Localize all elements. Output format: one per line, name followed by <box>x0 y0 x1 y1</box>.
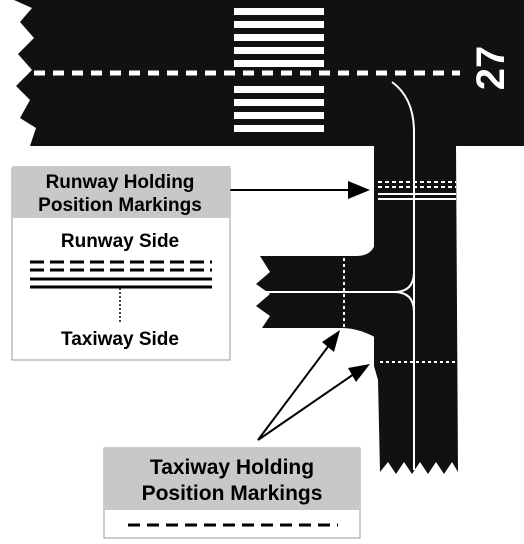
taxiway-vertical-pavement <box>374 146 458 474</box>
taxiway-stub-pavement <box>256 146 380 340</box>
taxiway-markings <box>262 81 456 470</box>
runway-holding-callout: Runway Holding Position Markings Runway … <box>11 166 231 361</box>
taxiway-holding-callout: Taxiway Holding Position Markings <box>103 447 361 539</box>
taxiway-holding-arrow-1 <box>257 343 331 441</box>
taxiway-side-label: Taxiway Side <box>61 329 179 350</box>
runway-callout-title-line1: Runway Holding <box>46 172 195 193</box>
taxiway-callout-title-line1: Taxiway Holding <box>150 456 314 479</box>
arrows <box>226 181 370 441</box>
taxiway-callout-title-line2: Position Markings <box>142 482 323 505</box>
runway-number: 27 <box>469 46 513 91</box>
holding-marking-legend <box>30 260 212 322</box>
taxiway-stub-centerline-lower <box>393 291 415 313</box>
taxiway-callout-label-box <box>104 448 360 510</box>
runway-callout-label-box <box>12 166 230 218</box>
runway-side-label: Runway Side <box>61 231 179 252</box>
runway-threshold-bars <box>234 8 324 132</box>
runway-markings: 27 <box>34 8 513 132</box>
runway-holding-position-marking <box>378 181 456 200</box>
taxiway-holding-arrow-2 <box>257 373 355 441</box>
runway-callout-title-line2: Position Markings <box>38 195 202 216</box>
taxiway-centerline-curve <box>391 81 415 470</box>
